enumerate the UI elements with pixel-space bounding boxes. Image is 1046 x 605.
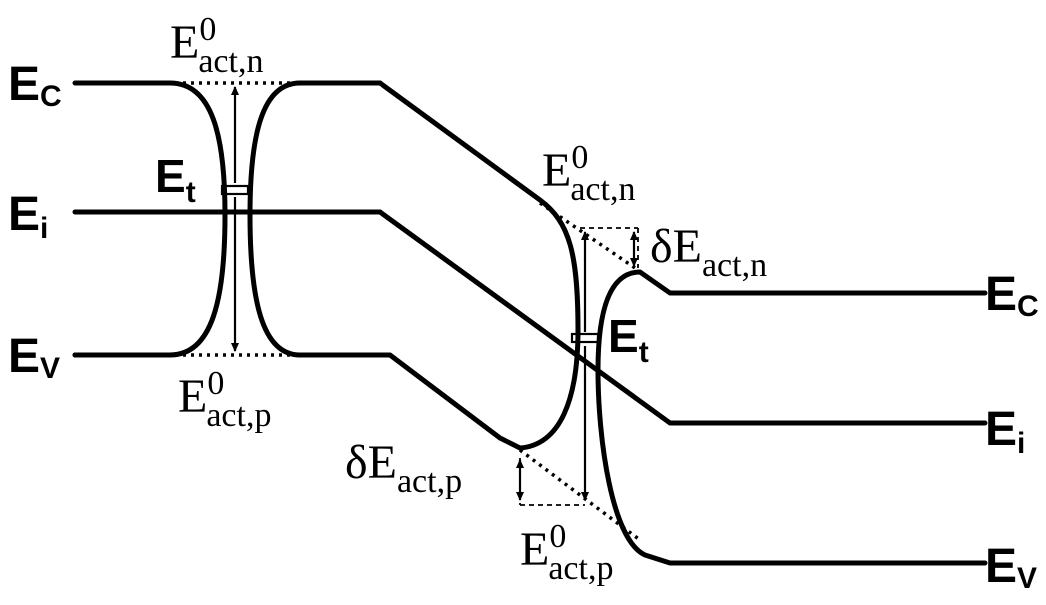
right-trap-level <box>570 332 600 344</box>
delta-e-act-n-label: δEact,n <box>650 220 767 284</box>
delta-e-act-p-label: δEact,p <box>345 436 462 500</box>
left-ec-label: EC <box>8 58 62 113</box>
left-trap-level <box>220 184 250 196</box>
right-ei-label: Ei <box>985 403 1025 460</box>
mid-ec-slope <box>297 80 581 451</box>
right-ec-dotted-n <box>539 201 639 272</box>
left-right-ec-band <box>247 80 383 358</box>
right-ec-band <box>595 269 988 566</box>
mid-ei-slope <box>377 209 988 426</box>
left-ev-label: EV <box>8 330 60 385</box>
left-ei-label: Ei <box>8 188 48 245</box>
right-ev-label: EV <box>985 540 1037 595</box>
left-et-label: Et <box>155 150 196 209</box>
right-ev-dotted-p <box>518 448 642 542</box>
left-ec-band <box>72 80 228 358</box>
right-ec-label: EC <box>985 268 1039 323</box>
right-et-label: Et <box>608 310 649 369</box>
